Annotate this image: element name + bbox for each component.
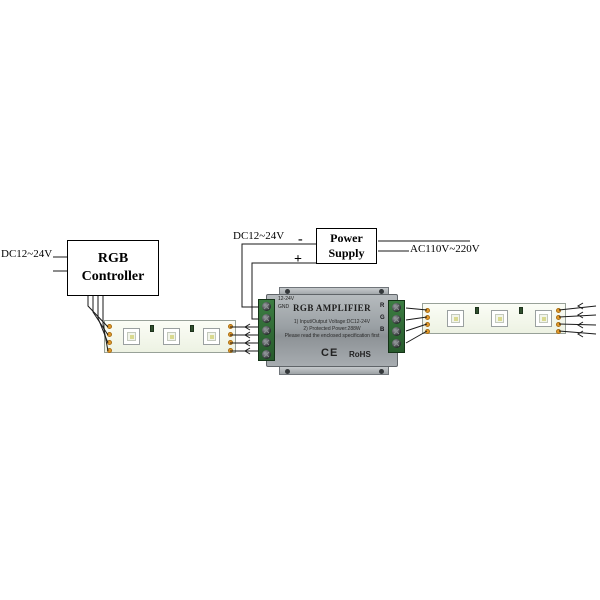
power-supply-line1: Power <box>330 231 363 245</box>
solder-pad <box>228 332 233 337</box>
solder-pad <box>228 340 233 345</box>
solder-pad <box>107 340 112 345</box>
connector-arrow-icon <box>577 311 584 319</box>
terminal-screw <box>262 302 271 311</box>
terminal-label-g: G <box>380 315 385 321</box>
plus-sign: + <box>294 252 302 267</box>
ce-mark: CE <box>321 347 339 359</box>
connector-arrow-icon <box>244 347 251 355</box>
amp-spec-line-2: 2) Protected Power:288W <box>303 326 361 332</box>
solder-pad <box>425 315 430 320</box>
solder-pad <box>107 348 112 353</box>
connector-arrow-icon <box>244 331 251 339</box>
controller-title-line1: RGB <box>97 250 129 266</box>
terminal-label-r: R <box>380 303 385 309</box>
solder-pad <box>107 332 112 337</box>
led-chip <box>535 310 552 327</box>
resistor <box>475 307 479 314</box>
resistor <box>150 325 154 332</box>
screw-hole <box>379 369 384 374</box>
resistor <box>519 307 523 314</box>
connector-arrow-icon <box>577 321 584 329</box>
amp-title: RGB AMPLIFIER <box>293 303 371 313</box>
solder-pad <box>425 322 430 327</box>
terminal-screw <box>262 326 271 335</box>
solder-pad <box>228 348 233 353</box>
terminal-screw <box>392 315 401 324</box>
power-supply-line2: Supply <box>328 246 365 260</box>
led-strip-left <box>104 320 236 353</box>
terminal-screw <box>392 339 401 348</box>
led-strip-right <box>422 303 566 334</box>
led-chip <box>163 328 180 345</box>
resistor <box>190 325 194 332</box>
solder-pad <box>556 315 561 320</box>
led-chip <box>447 310 464 327</box>
terminal-screw <box>262 338 271 347</box>
solder-pad <box>425 308 430 313</box>
connector-arrow-icon <box>577 302 584 310</box>
led-chip <box>123 328 140 345</box>
rgb-controller-box: RGB Controller <box>67 240 159 296</box>
solder-pad <box>228 324 233 329</box>
amp-spec-line-3: Please read the enclosed specification f… <box>284 333 380 339</box>
ac-input-label: AC110V~220V <box>410 243 480 255</box>
controller-title-line2: Controller <box>81 269 145 284</box>
solder-pad <box>556 308 561 313</box>
minus-sign: - <box>298 232 303 247</box>
terminal-screw <box>392 327 401 336</box>
terminal-screw <box>392 303 401 312</box>
screw-hole <box>379 289 384 294</box>
amplifier-mounting-flange-bottom <box>279 366 389 375</box>
rohs-mark: RoHS <box>349 350 371 359</box>
connector-arrow-icon <box>244 323 251 331</box>
solder-pad <box>556 329 561 334</box>
led-chip <box>491 310 508 327</box>
dc-power-label: DC12~24V <box>233 230 285 242</box>
solder-pad <box>556 322 561 327</box>
amp-voltage-label: 12-24V <box>278 296 295 302</box>
terminal-label-b: B <box>380 327 385 333</box>
dc-input-label: DC12~24V <box>1 248 53 260</box>
connector-arrow-icon <box>244 339 251 347</box>
screw-hole <box>285 369 290 374</box>
terminal-screw <box>262 314 271 323</box>
connector-arrow-icon <box>577 330 584 338</box>
amp-spec-line-1: 1) Input/Output Voltage:DC12-24V <box>293 319 371 325</box>
solder-pad <box>107 324 112 329</box>
power-supply-box: Power Supply <box>316 228 377 264</box>
led-chip <box>203 328 220 345</box>
terminal-screw <box>262 350 271 359</box>
solder-pad <box>425 329 430 334</box>
